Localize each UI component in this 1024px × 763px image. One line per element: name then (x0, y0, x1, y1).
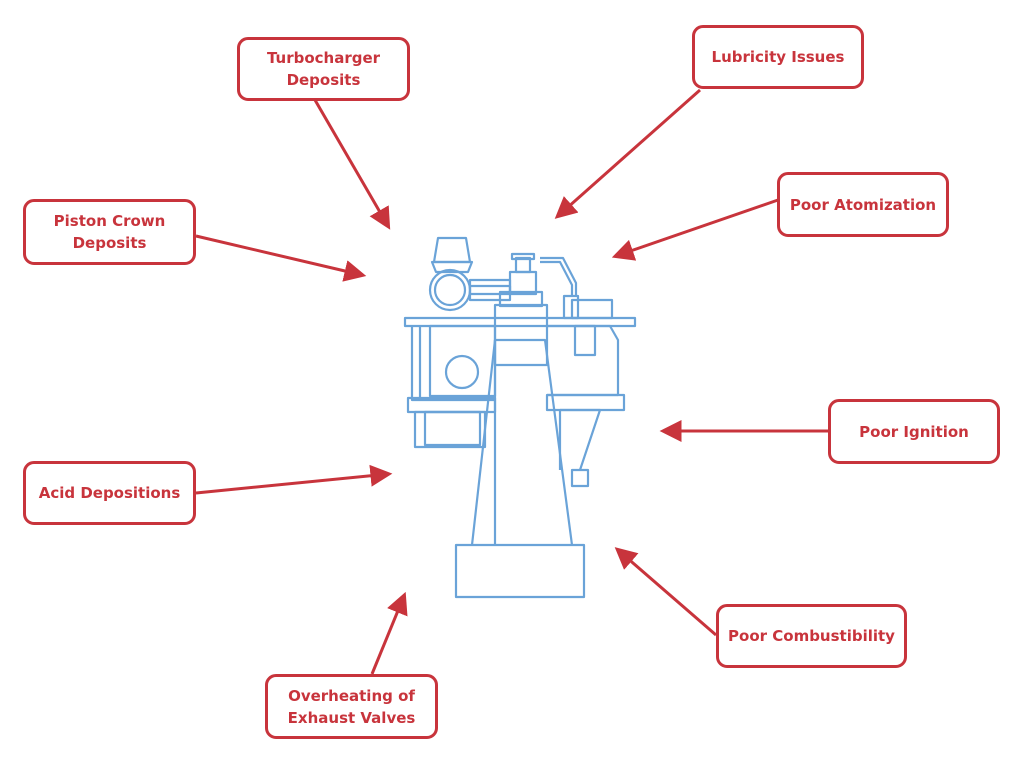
arrow-exhaust (370, 591, 408, 675)
label-poor-combustibility: Poor Combustibility (716, 604, 907, 668)
label-piston-crown-deposits: Piston Crown Deposits (23, 199, 196, 265)
label-text: Poor Ignition (859, 422, 969, 441)
label-text: Piston Crown (53, 212, 166, 230)
label-poor-atomization: Poor Atomization (777, 172, 949, 237)
label-text: Lubricity Issues (711, 48, 845, 66)
arrow-acid (195, 464, 393, 495)
arrow-atomization (611, 198, 779, 261)
engine-illustration (403, 236, 637, 599)
label-lubricity-issues: Lubricity Issues (692, 25, 864, 89)
label-text: Acid Depositions (38, 484, 181, 502)
label-text: Overheating of (288, 686, 415, 705)
label-text: Poor Atomization (789, 195, 937, 214)
label-acid-depositions: Acid Depositions (23, 461, 196, 525)
label-overheating-exhaust-valves: Overheating of Exhaust Valves (265, 674, 438, 739)
arrow-turbocharger (313, 99, 391, 230)
label-turbocharger-deposits: Turbocharger Deposits (237, 37, 410, 101)
label-poor-ignition: Poor Ignition (828, 399, 1000, 464)
label-text: Deposits (72, 234, 147, 252)
arrow-piston (195, 234, 367, 282)
label-text: Turbocharger (266, 49, 381, 67)
arrow-lubricity (554, 88, 701, 219)
arrow-combustibility (614, 547, 717, 637)
arrows (195, 88, 828, 675)
label-text: Exhaust Valves (287, 708, 416, 727)
label-text: Deposits (286, 71, 361, 89)
label-text: Poor Combustibility (728, 627, 895, 645)
